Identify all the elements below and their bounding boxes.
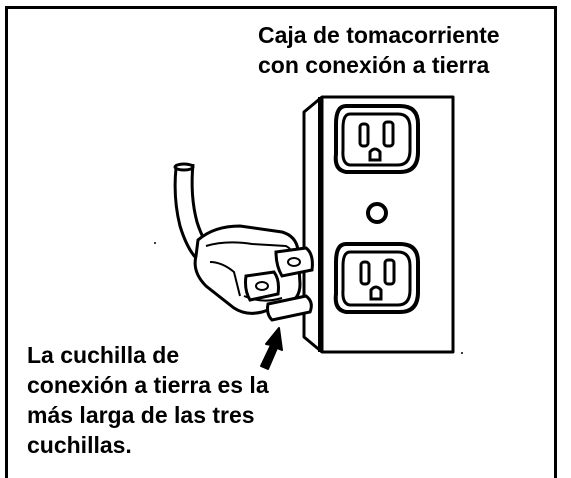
blade-caption-line: cuchillas. bbox=[27, 432, 132, 458]
outlet-caption: Caja de tomacorriente con conexión a tie… bbox=[258, 20, 558, 80]
blade-caption-line: conexión a tierra es la bbox=[27, 372, 269, 398]
blade-caption-line: La cuchilla de bbox=[27, 342, 180, 368]
blade-caption-line: más larga de las tres bbox=[27, 402, 255, 428]
lower-receptacle bbox=[333, 242, 420, 314]
plug-prongs bbox=[244, 246, 314, 322]
ground-blade-arrow-icon bbox=[260, 327, 283, 370]
outlet-caption-line: con conexión a tierra bbox=[258, 52, 490, 78]
outlet-caption-line: Caja de tomacorriente bbox=[258, 22, 500, 48]
ground-blade bbox=[266, 294, 313, 322]
upper-receptacle bbox=[333, 104, 420, 174]
figure-frame bbox=[5, 6, 557, 478]
blade-caption: La cuchilla de conexión a tierra es la m… bbox=[27, 340, 327, 460]
center-screw-icon bbox=[366, 202, 388, 224]
